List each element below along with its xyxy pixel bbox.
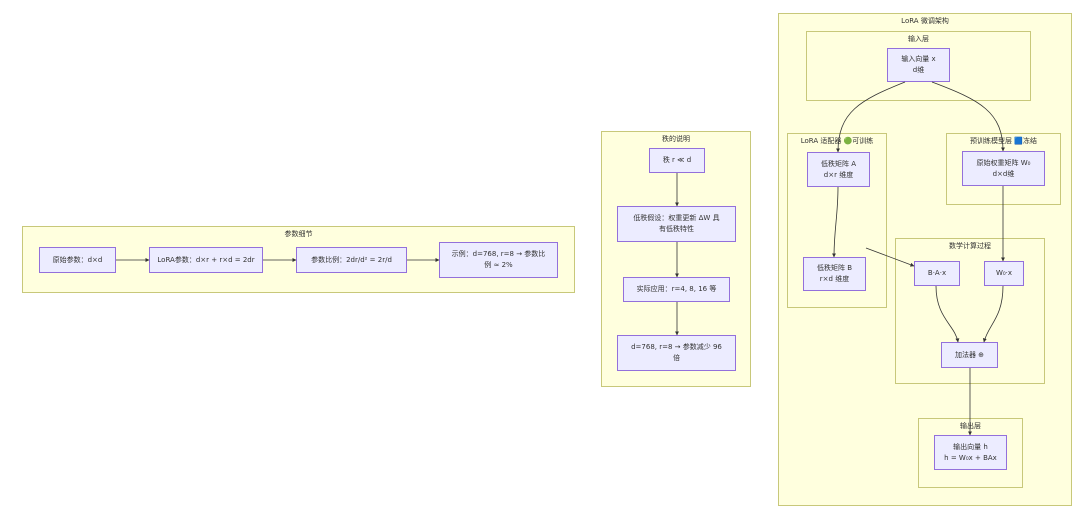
node-param-ratio: 参数比例：2dr/d² = 2r/d (296, 247, 407, 273)
edge-b-to-bax (865, 247, 915, 267)
node-w0x-label: W₀·x (995, 269, 1013, 277)
node-input-vector: 输入向量 x d维 (887, 48, 950, 82)
node-param-ratio-label: 参数比例：2dr/d² = 2r/d (311, 255, 392, 264)
cluster-output-title: 输出层 (960, 422, 981, 430)
node-bax: B·A·x (914, 261, 960, 286)
cluster-params-title: 参数细节 (284, 230, 313, 238)
cluster-math-title: 数学计算过程 (949, 242, 991, 250)
node-lora-params: LoRA参数：d×r + r×d = 2dr (149, 247, 263, 273)
node-original-weight-line1: 原始权重矩阵 W₀ (976, 158, 1031, 167)
node-practical-use: 实际应用：r=4, 8, 16 等 (623, 277, 730, 302)
node-rank: 秩 r ≪ d (649, 148, 705, 173)
node-w0x: W₀·x (984, 261, 1024, 286)
node-output-vector-line1: 输出向量 h (953, 442, 988, 451)
node-low-rank-hypothesis-line2: 有低秩特性 (658, 225, 694, 233)
node-param-example-line1: 示例：d=768, r=8 → 参数比 (451, 250, 546, 258)
node-original-weight-line2: d×d维 (992, 169, 1015, 178)
node-low-rank-hypothesis: 低秩假设：权重更新 ΔW 具 有低秩特性 (617, 206, 736, 242)
cluster-lora-title: LoRA 微调架构 (901, 17, 949, 25)
node-practical-use-label: 实际应用：r=4, 8, 16 等 (636, 285, 717, 293)
cluster-adapter-title: LoRA 适配器 🟢可训练 (800, 137, 874, 145)
node-bax-label: B·A·x (927, 269, 947, 277)
cluster-input-title: 输入层 (908, 35, 929, 43)
node-param-example: 示例：d=768, r=8 → 参数比 例 ≈ 2% (439, 242, 558, 278)
node-low-rank-b-line1: 低秩矩阵 B (816, 264, 853, 272)
node-low-rank-a-line1: 低秩矩阵 A (820, 159, 856, 168)
cluster-pretrained-title: 预训练模型层 🟦冻结 (970, 137, 1037, 145)
node-original-params-label: 原始参数：d×d (52, 255, 103, 264)
node-param-example-line2: 例 ≈ 2% (484, 261, 513, 269)
node-input-vector-line1: 输入向量 x (901, 55, 936, 63)
node-adder-label: 加法器 ⊕ (954, 350, 985, 359)
node-input-vector-line2: d维 (912, 66, 925, 74)
edge-x-to-w0 (931, 81, 1005, 152)
node-lora-params-label: LoRA参数：d×r + r×d = 2dr (157, 255, 255, 264)
node-output-vector-line2: h = W₀x + BAx (944, 453, 997, 462)
node-low-rank-b-line2: r×d 维度 (819, 275, 850, 283)
node-original-weight: 原始权重矩阵 W₀ d×d维 (962, 151, 1045, 186)
edge-a-to-b (832, 186, 839, 258)
node-param-reduction: d=768, r=8 → 参数减少 96 倍 (617, 335, 736, 371)
node-original-params: 原始参数：d×d (39, 247, 116, 273)
node-low-rank-a: 低秩矩阵 A d×r 维度 (807, 152, 870, 187)
edge-w0x-to-adder (982, 285, 1004, 343)
node-low-rank-hypothesis-line1: 低秩假设：权重更新 ΔW 具 (633, 214, 720, 222)
node-param-reduction-line1: d=768, r=8 → 参数减少 96 (631, 343, 722, 351)
cluster-rank-title: 秩的说明 (662, 135, 690, 143)
edge-bax-to-adder (935, 285, 960, 343)
node-low-rank-a-line2: d×r 维度 (823, 170, 854, 179)
node-adder: 加法器 ⊕ (941, 342, 998, 368)
node-rank-label: 秩 r ≪ d (662, 156, 692, 164)
node-param-reduction-line2: 倍 (672, 354, 680, 362)
node-output-vector: 输出向量 h h = W₀x + BAx (934, 435, 1007, 470)
edge-x-to-a (836, 81, 906, 153)
node-low-rank-b: 低秩矩阵 B r×d 维度 (803, 257, 866, 291)
